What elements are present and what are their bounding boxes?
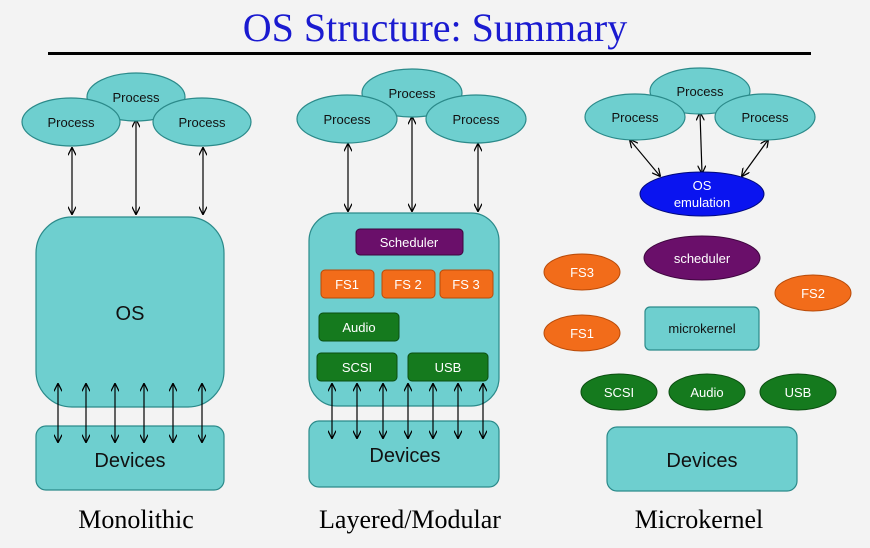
- micro-scsi-label: SCSI: [604, 385, 634, 400]
- layered-process-left: [296, 94, 398, 144]
- layered-audio-label: Audio: [342, 320, 375, 335]
- micro-process-right: [714, 93, 816, 141]
- micro-os-emulation-line2: emulation: [674, 195, 730, 210]
- layered-process-arrows: [348, 117, 478, 211]
- microkernel-column: Process Process Process OS emulation sch…: [543, 67, 852, 534]
- mono-process-left-label: Process: [48, 115, 95, 130]
- layered-caption: Layered/Modular: [319, 505, 501, 534]
- layered-device-arrows: [332, 384, 483, 438]
- layered-scheduler: [355, 228, 464, 256]
- layered-fs2-label: FS 2: [394, 277, 421, 292]
- layered-process-right-label: Process: [453, 112, 500, 127]
- mono-caption: Monolithic: [78, 505, 194, 534]
- slide-title: OS Structure: Summary: [242, 5, 628, 50]
- micro-fs3-label: FS3: [570, 265, 594, 280]
- mono-process-arrows: [72, 120, 203, 214]
- micro-devices-label: Devices: [666, 450, 737, 472]
- layered-usb: [407, 352, 489, 382]
- micro-fs1-label: FS1: [570, 326, 594, 341]
- layered-fs1: [320, 269, 375, 299]
- layered-fs3: [439, 269, 494, 299]
- micro-process-arrow: [700, 113, 702, 173]
- micro-kernel-label: microkernel: [668, 321, 735, 336]
- layered-scheduler-label: Scheduler: [380, 235, 439, 250]
- layered-fs3-label: FS 3: [452, 277, 479, 292]
- micro-scheduler-label: scheduler: [674, 251, 731, 266]
- micro-process-top-label: Process: [677, 84, 724, 99]
- layered-devices-label: Devices: [369, 445, 440, 467]
- micro-process-arrows: [630, 113, 768, 176]
- mono-os-box: [35, 216, 225, 408]
- monolithic-column: Devices OS Process Process Process: [21, 72, 252, 534]
- layered-scsi-label: SCSI: [342, 360, 372, 375]
- micro-kernel-box: [644, 306, 760, 351]
- mono-process-right: [152, 97, 252, 147]
- micro-devices-box: [606, 426, 798, 492]
- micro-scheduler: [643, 235, 761, 281]
- micro-fs1: [543, 314, 621, 352]
- layered-usb-label: USB: [435, 360, 462, 375]
- micro-fs2: [774, 274, 852, 312]
- micro-fs2-label: FS2: [801, 286, 825, 301]
- layered-fs2: [381, 269, 436, 299]
- layered-fs1-label: FS1: [335, 277, 359, 292]
- micro-process-left-label: Process: [612, 110, 659, 125]
- micro-process-right-label: Process: [742, 110, 789, 125]
- title-underline: [48, 52, 811, 55]
- micro-audio-label: Audio: [690, 385, 723, 400]
- micro-os-emulation-line1: OS: [693, 178, 712, 193]
- layered-scsi: [316, 352, 398, 382]
- mono-process-right-label: Process: [179, 115, 226, 130]
- layered-process-left-label: Process: [324, 112, 371, 127]
- micro-fs3: [543, 253, 621, 291]
- micro-usb-label: USB: [785, 385, 812, 400]
- layered-audio: [318, 312, 400, 342]
- micro-caption: Microkernel: [635, 505, 764, 534]
- layered-process-top-label: Process: [389, 86, 436, 101]
- micro-process-arrow: [742, 140, 768, 176]
- mono-devices-label: Devices: [94, 450, 165, 472]
- micro-process-arrow: [630, 140, 660, 176]
- micro-audio: [668, 373, 746, 411]
- layered-process-right: [425, 94, 527, 144]
- micro-usb: [759, 373, 837, 411]
- mono-process-left: [21, 97, 121, 147]
- mono-os-label: OS: [116, 303, 145, 325]
- micro-os-emulation: [639, 171, 765, 217]
- micro-scsi: [580, 373, 658, 411]
- layered-column: Devices Scheduler FS1 FS 2 FS 3 Audio SC…: [296, 68, 527, 534]
- mono-process-top-label: Process: [113, 90, 160, 105]
- mono-device-arrows: [58, 384, 202, 442]
- micro-process-left: [584, 93, 686, 141]
